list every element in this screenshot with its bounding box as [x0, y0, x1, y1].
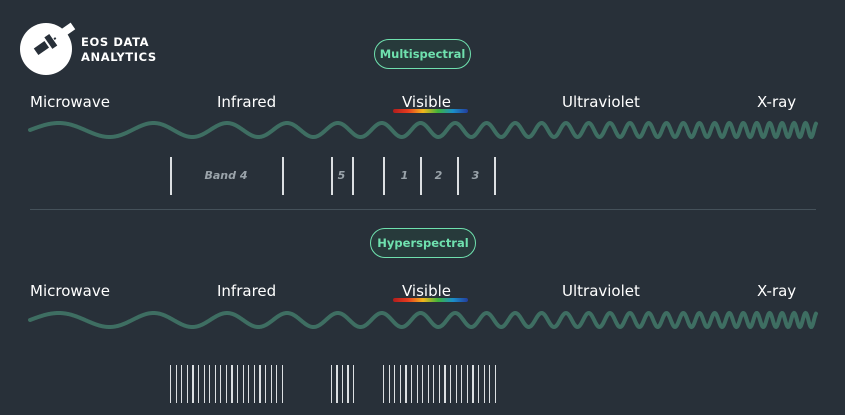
brand-name-line1: EOS DATA [81, 35, 150, 49]
hyperspectral-band-line [186, 365, 188, 403]
hyperspectral-band-line [399, 365, 401, 403]
label-xray: X-ray [757, 282, 797, 300]
hyperspectral-band-line [444, 365, 446, 403]
hyperspectral-band-line [214, 365, 216, 403]
band-boundary [352, 157, 354, 195]
spectrum-wave [28, 120, 818, 140]
hyperspectral-band-line [352, 365, 354, 403]
hyperspectral-band-line [175, 365, 177, 403]
multispectral-badge: Multispectral [374, 39, 471, 69]
label-infrared: Infrared [217, 282, 277, 300]
hyperspectral-band-line [427, 365, 429, 403]
label-visible: Visible [402, 282, 451, 300]
hyperspectral-band-line [331, 365, 333, 403]
band-label-1: 1 [400, 169, 409, 182]
band-label-3: 3 [471, 169, 480, 182]
satellite-logo-icon [20, 22, 76, 75]
hyperspectral-band-line [455, 365, 457, 403]
hyperspectral-band-line [433, 365, 435, 403]
band-label-4: Band 4 [204, 169, 248, 182]
brand-logo: EOS DATA ANALYTICS [20, 16, 170, 76]
hyperspectral-band-line [281, 365, 283, 403]
hyperspectral-band-line [170, 365, 172, 403]
hyperspectral-badge: Hyperspectral [370, 228, 476, 258]
label-visible: Visible [402, 93, 451, 111]
brand-name-line2: ANALYTICS [81, 50, 157, 64]
label-infrared: Infrared [217, 93, 277, 111]
hyperspectral-band-line [253, 365, 256, 403]
hyperspectral-band-group [170, 365, 283, 403]
hyperspectral-band-line [405, 365, 407, 403]
label-ultraviolet: Ultraviolet [562, 93, 640, 111]
hyperspectral-band-line [181, 365, 183, 403]
hyperspectral-band-line [478, 365, 480, 403]
spectrum-wave [28, 310, 818, 330]
hyperspectral-band-line [383, 365, 385, 403]
band-boundary [331, 157, 333, 195]
hyperspectral-band-line [242, 365, 244, 403]
hyperspectral-band-line [472, 365, 474, 403]
hyperspectral-band-line [203, 365, 205, 403]
hyperspectral-band-line [270, 365, 272, 403]
section-divider [30, 209, 816, 210]
band-boundary [420, 157, 422, 195]
band-boundary [457, 157, 459, 195]
label-xray: X-ray [757, 93, 797, 111]
hyperspectral-band-line [341, 365, 344, 403]
hyperspectral-band-line [225, 365, 228, 403]
brand-name: EOS DATA ANALYTICS [81, 35, 157, 65]
hyperspectral-band-line [466, 365, 469, 403]
hyperspectral-band-line [248, 365, 250, 403]
hyperspectral-band-line [192, 365, 194, 403]
band-boundary [170, 157, 172, 195]
visible-rainbow-icon [393, 298, 468, 302]
hyperspectral-band-line [265, 365, 267, 403]
hyperspectral-band-line [483, 365, 485, 403]
hyperspectral-band-line [347, 365, 349, 403]
hyperspectral-band-line [220, 365, 222, 403]
hyperspectral-band-line [450, 365, 452, 403]
band-boundary [282, 157, 284, 195]
hyperspectral-band-line [410, 365, 413, 403]
hyperspectral-band-line [438, 365, 441, 403]
label-microwave: Microwave [30, 93, 110, 111]
hyperspectral-band-line [197, 365, 200, 403]
hyperspectral-band-line [276, 365, 278, 403]
hyperspectral-band-line [394, 365, 396, 403]
band-boundary [494, 157, 496, 195]
label-microwave: Microwave [30, 282, 110, 300]
hyperspectral-band-line [388, 365, 390, 403]
hyperspectral-band-line [489, 365, 491, 403]
hyperspectral-band-line [237, 365, 239, 403]
band-label-5: 5 [337, 169, 346, 182]
visible-rainbow-icon [393, 109, 468, 113]
hyperspectral-band-line [494, 365, 496, 403]
hyperspectral-band-line [231, 365, 233, 403]
band-boundary [383, 157, 385, 195]
hyperspectral-band-line [461, 365, 463, 403]
label-ultraviolet: Ultraviolet [562, 282, 640, 300]
hyperspectral-band-group [383, 365, 496, 403]
hyperspectral-band-line [422, 365, 424, 403]
hyperspectral-band-line [336, 365, 338, 403]
hyperspectral-band-line [209, 365, 211, 403]
band-label-2: 2 [434, 169, 443, 182]
hyperspectral-band-group [331, 365, 354, 403]
hyperspectral-band-line [259, 365, 261, 403]
hyperspectral-band-line [416, 365, 418, 403]
